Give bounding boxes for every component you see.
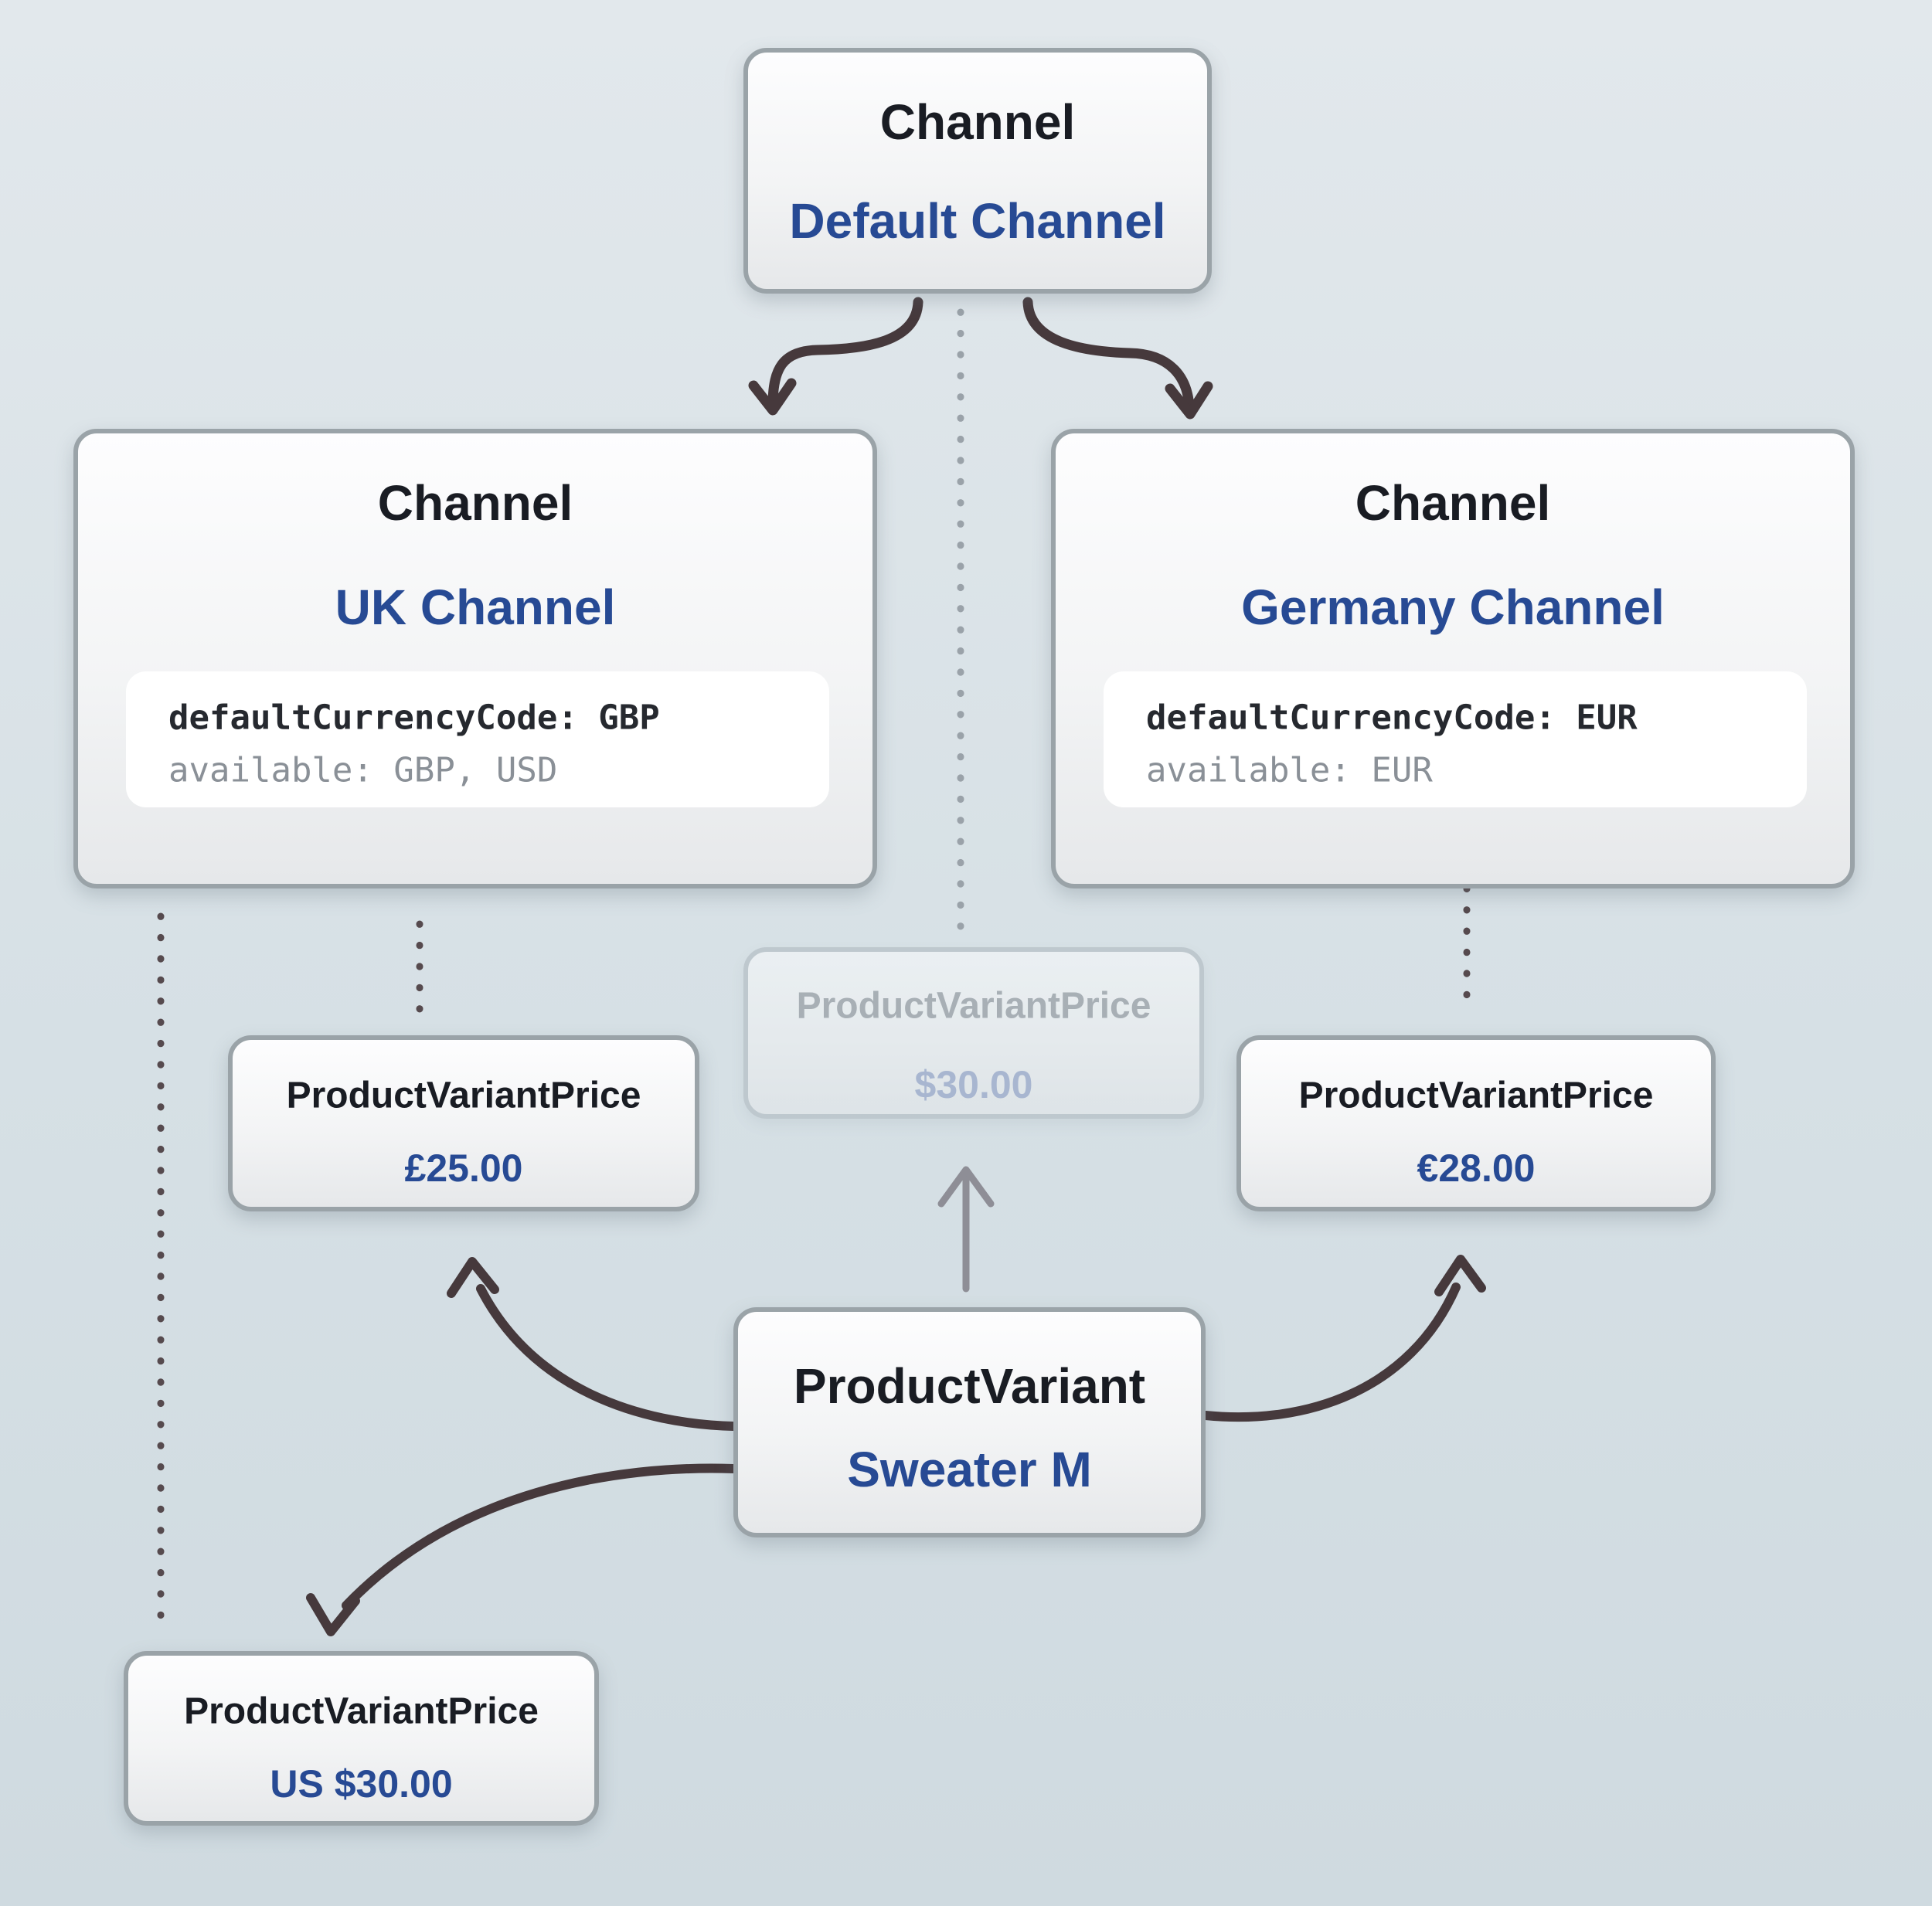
node-uk-channel: Channel UK Channel defaultCurrencyCode: … [73,429,877,888]
uk-channel-type-label: Channel [377,475,573,531]
uk-channel-available-currencies: available: GBP, USD [168,750,558,790]
arrowhead-default-to-germany-channel [1165,381,1213,420]
default-price-type-label: ProductVariantPrice [796,985,1151,1027]
arrowhead-variant-to-uk-price [447,1257,499,1298]
node-germany-channel: Channel Germany Channel defaultCurrencyC… [1051,429,1855,888]
germany-channel-name: Germany Channel [1241,579,1665,635]
arrowhead-variant-to-default-price [937,1166,995,1208]
arrow-default-to-germany-channel [1022,297,1195,413]
arrow-variant-to-us-price [342,1463,738,1610]
uk-channel-name: UK Channel [335,579,616,635]
germany-price-value: €28.00 [1417,1147,1536,1190]
germany-channel-currency-panel: defaultCurrencyCode: EUR available: EUR [1104,671,1807,807]
product-variant-type-label: ProductVariant [793,1358,1146,1414]
node-germany-price: ProductVariantPrice €28.00 [1236,1035,1716,1211]
default-channel-type-label: Channel [879,94,1076,150]
germany-channel-type-label: Channel [1355,475,1551,531]
arrow-variant-to-uk-price [476,1284,738,1431]
uk-price-type-label: ProductVariantPrice [286,1075,641,1116]
arrowhead-variant-to-us-price [306,1593,360,1636]
germany-channel-available-currencies: available: EUR [1146,750,1433,790]
default-price-value: $30.00 [914,1063,1033,1106]
arrow-variant-to-germany-price [1201,1283,1461,1422]
arrowhead-default-to-uk-channel [748,378,797,416]
us-price-type-label: ProductVariantPrice [184,1690,539,1732]
germany-price-type-label: ProductVariantPrice [1298,1075,1654,1116]
uk-channel-default-currency: defaultCurrencyCode: GBP [168,698,660,738]
node-default-channel: Channel Default Channel [743,48,1212,294]
uk-channel-currency-panel: defaultCurrencyCode: GBP available: GBP,… [126,671,829,807]
us-price-value: US $30.00 [270,1762,453,1806]
node-us-price: ProductVariantPrice US $30.00 [124,1651,599,1826]
node-uk-price: ProductVariantPrice £25.00 [228,1035,699,1211]
default-channel-name: Default Channel [789,193,1166,249]
node-default-price: ProductVariantPrice $30.00 [743,947,1204,1119]
germany-channel-default-currency: defaultCurrencyCode: EUR [1146,698,1638,738]
node-product-variant: ProductVariant Sweater M [733,1307,1206,1537]
arrowhead-variant-to-germany-price [1434,1255,1486,1296]
uk-price-value: £25.00 [404,1147,523,1190]
arrow-default-to-uk-channel [767,297,923,407]
product-variant-name: Sweater M [847,1442,1092,1497]
